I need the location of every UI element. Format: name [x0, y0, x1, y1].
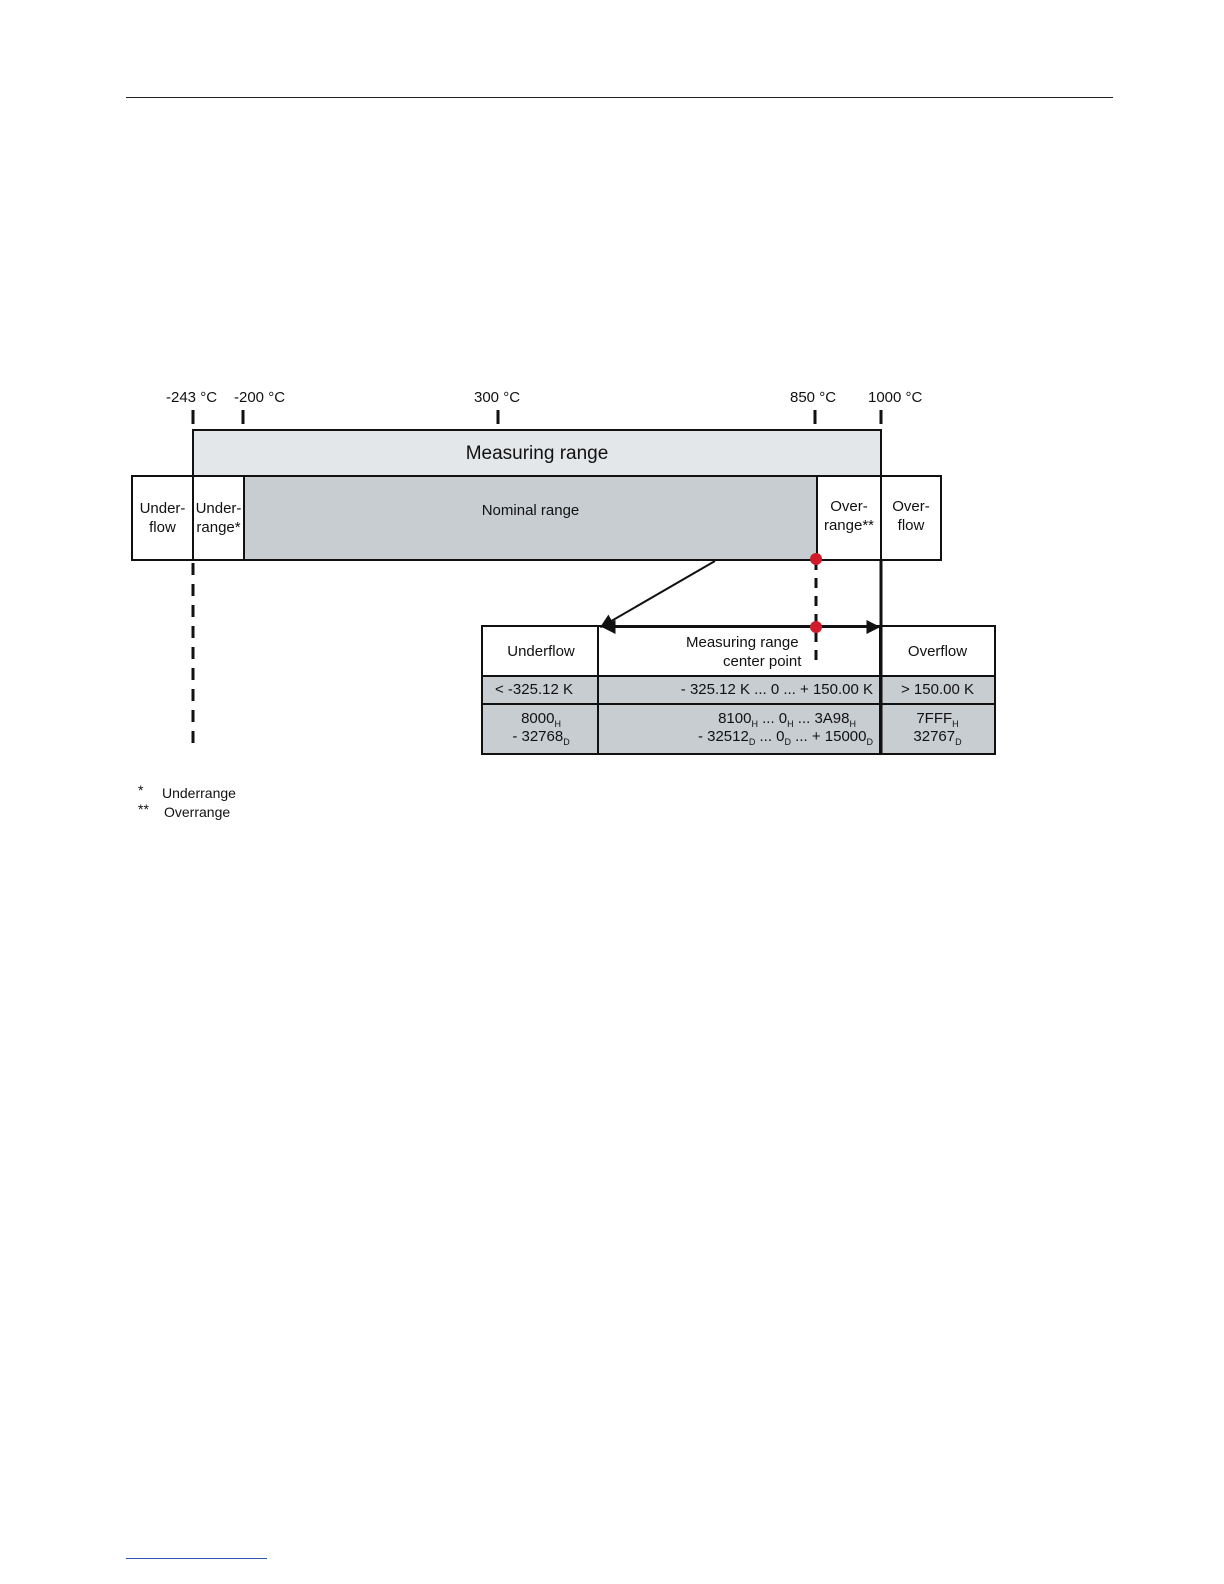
footnote-2-mark: ** — [138, 801, 149, 817]
tick-label-minus243: -243 °C — [166, 389, 218, 406]
overflow-box: Over-flow — [880, 475, 942, 561]
underrange-box: Under-range* — [192, 475, 245, 561]
marker-dot-850-bottom — [810, 621, 822, 633]
measuring-range-label: Measuring range — [465, 442, 609, 464]
center-dec-line: - 32512D ... 0D ... + 15000D — [599, 728, 874, 747]
center-hex-a: 8100 — [718, 710, 752, 727]
underflow-line1: Under- — [139, 500, 186, 517]
overrange-line2: range** — [823, 517, 875, 534]
table-header-center-line1: Measuring range — [686, 634, 799, 651]
table-header-center-line2: center point — [723, 653, 802, 670]
overrange-box: Over-range** — [816, 475, 882, 561]
table-header-overflow: Overflow — [881, 627, 994, 677]
range-table: Underflow Measuring range center point O… — [481, 625, 996, 755]
footnote-1-text: Underrange — [162, 785, 236, 801]
table-row1-underflow: < -325.12 K — [483, 677, 599, 705]
table-header-underflow: Underflow — [483, 627, 599, 677]
center-dec-a: - 32512 — [697, 728, 749, 745]
underflow-hex-sub: H — [554, 719, 561, 729]
table-row2-center: 8100H ... 0H ... 3A98H - 32512D ... 0D .… — [599, 705, 881, 753]
center-hex-b: ... 0 — [757, 710, 788, 727]
underflow-hex: 8000 — [521, 710, 555, 727]
center-hex-b-sub: H — [787, 719, 794, 729]
marker-dot-850-top — [810, 553, 822, 565]
center-dec-b: ... 0 — [755, 728, 785, 745]
center-dec-c: ... + 15000 — [791, 728, 867, 745]
underflow-dec: - 32768 — [512, 728, 564, 745]
underflow-dec-sub: D — [563, 737, 570, 747]
footer-link-rule — [126, 1558, 267, 1559]
tick-label-850: 850 °C — [790, 389, 837, 406]
center-dec-b-sub: D — [784, 737, 792, 747]
table-row1-overflow: > 150.00 K — [881, 677, 994, 705]
center-hex-line: 8100H ... 0H ... 3A98H — [599, 710, 873, 729]
footnote-1-mark: * — [138, 782, 144, 798]
overflow-dec-sub: D — [955, 737, 962, 747]
table-row1-center: - 325.12 K ... 0 ... + 150.00 K — [599, 677, 881, 705]
center-hex-c-sub: H — [849, 719, 857, 729]
overflow-line2: flow — [897, 517, 925, 534]
footnote-2-text: Overrange — [164, 804, 231, 820]
overrange-line1: Over- — [830, 498, 868, 515]
underflow-line2: flow — [149, 519, 176, 536]
tick-label-minus200: -200 °C — [234, 389, 286, 406]
nominal-range-box: Nominal range — [243, 475, 818, 561]
center-dec-c-sub: D — [866, 737, 874, 747]
header-rule — [126, 97, 1113, 98]
center-dec-a-sub: D — [748, 737, 756, 747]
table-row2-underflow: 8000H - 32768D — [483, 705, 599, 753]
nominal-range-label: Nominal range — [481, 502, 580, 519]
table-row2-overflow: 7FFFH 32767D — [881, 705, 994, 753]
underrange-line1: Under- — [195, 500, 242, 517]
overflow-hex-sub: H — [952, 719, 959, 729]
tick-label-300: 300 °C — [474, 389, 521, 406]
overflow-hex: 7FFF — [916, 710, 953, 727]
center-hex-c: ... 3A98 — [793, 710, 850, 727]
table-header-center: Measuring range center point — [599, 627, 881, 677]
zoom-arrow — [599, 560, 716, 628]
center-hex-a-sub: H — [751, 719, 758, 729]
overflow-line1: Over- — [892, 498, 930, 515]
underrange-line2: range* — [196, 519, 241, 536]
tick-label-1000: 1000 °C — [868, 389, 923, 406]
overflow-dec: 32767 — [913, 728, 956, 745]
